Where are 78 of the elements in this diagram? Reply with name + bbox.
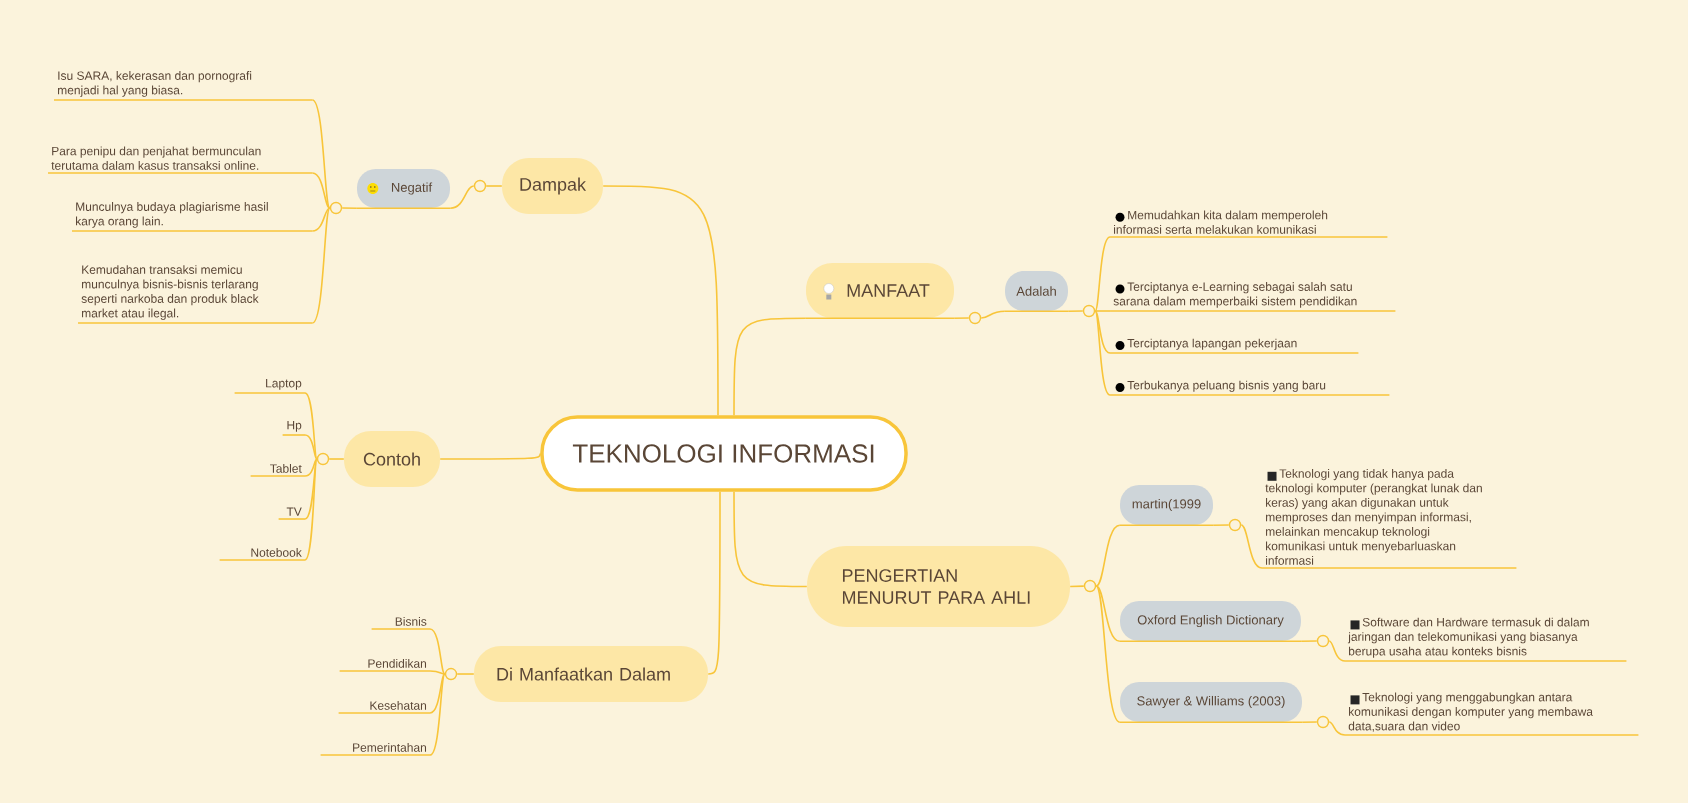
branch-line — [1069, 585, 1085, 588]
branch-line — [341, 207, 358, 209]
branch-joint — [444, 667, 458, 681]
branch-line — [1300, 640, 1318, 642]
branch-joint — [1083, 579, 1097, 593]
branch-line — [456, 673, 475, 675]
topic-box: Di Manfaatkan Dalam — [474, 646, 708, 702]
topic-box: Contoh — [344, 431, 440, 487]
branch-line — [304, 434, 318, 460]
branch-line — [1328, 721, 1346, 736]
branch-line — [1328, 640, 1346, 662]
branch-joint — [968, 311, 982, 325]
text-branch: Teknologi yang tidak hanya pada teknologi komputer (perangkat lunak dan keras) yang akan digunakan untuk memproses dan menyimpan informasi, melainkan mencakup teknologi komunikasi untuk menyebarluaskan informasi — [1261, 469, 1518, 569]
branch-line — [304, 392, 318, 460]
text-branch: Notebook — [218, 548, 306, 561]
branch-joint — [1316, 715, 1330, 729]
branch-line — [449, 185, 475, 209]
branch-joint — [316, 452, 330, 466]
branch-line — [1067, 310, 1084, 312]
text-branch: Para penipu dan penjahat bermunculan terutama dalam kasus transaksi online. — [47, 146, 314, 174]
central-topic: TEKNOLOGI INFORMASI — [540, 415, 908, 492]
text-branch: Software dan Hardware termasuk di dalam jaringan dan telekomunikasi yang biasanya berupa usaha atau konteks bisnis — [1344, 617, 1628, 662]
branch-line — [707, 490, 721, 675]
branch-line — [485, 185, 503, 187]
text-branch: TV — [277, 507, 306, 520]
branch-line — [311, 207, 331, 232]
text-branch: Laptop — [233, 379, 306, 394]
branch-line — [602, 185, 719, 417]
text-branch: Kesehatan — [337, 701, 431, 714]
branch-line — [733, 490, 808, 588]
text-branch: Memudahkan kita dalam memperoleh informasi serta melakukan komunikasi — [1109, 210, 1389, 238]
branch-line — [304, 458, 318, 561]
subtopic-box: Adalah — [1004, 271, 1069, 312]
branch-joint — [1316, 634, 1330, 648]
branch-line — [1212, 524, 1230, 526]
branch-line — [311, 207, 331, 324]
branch-line — [328, 458, 345, 460]
topic-box: MANFAAT — [805, 263, 955, 319]
branch-line — [1240, 524, 1263, 569]
branch-line — [429, 673, 446, 714]
branch-joint — [1228, 518, 1242, 532]
branch-line — [953, 317, 970, 319]
text-branch: Terbukanya peluang bisnis yang baru — [1109, 380, 1391, 396]
branch-line — [439, 452, 542, 460]
branch-joint — [329, 201, 343, 215]
text-branch: Terciptanya lapangan pekerjaan — [1109, 338, 1360, 354]
branch-line — [1301, 721, 1318, 723]
text-branch: Bisnis — [370, 617, 431, 630]
topic-box: Dampak — [502, 158, 603, 214]
text-branch: Terciptanya e-Learning sebagai salah satu sarana dalam memperbaiki sistem pendidikan — [1109, 282, 1397, 312]
branch-line — [429, 670, 446, 675]
branch-line — [733, 317, 807, 417]
branch-joint — [473, 179, 487, 193]
branch-line — [1094, 310, 1111, 354]
text-branch: Hp — [281, 421, 306, 436]
branch-line — [1095, 585, 1121, 723]
branch-line — [1094, 310, 1111, 396]
text-branch: Pendidikan — [338, 659, 431, 672]
branch-line — [1094, 236, 1111, 312]
text-branch: Isu SARA, kekerasan dan pornografi menjadi hal yang biasa. — [53, 71, 314, 101]
text-branch: Kemudahan transaksi memicu munculnya bisnis-bisnis terlarang seperti narkoba dan produk black market atau ilegal. — [77, 265, 314, 324]
subtopic-box: Oxford English Dictionary — [1119, 601, 1302, 642]
text-branch: Teknologi yang menggabungkan antara komunikasi dengan komputer yang membawa data,suara dan video — [1344, 692, 1640, 736]
branch-line — [429, 673, 446, 756]
topic-box: PENGERTIAN MENURUT PARA AHLI — [807, 546, 1070, 627]
branch-line — [980, 310, 1006, 319]
text-branch: Tablet — [249, 464, 306, 477]
branch-joint — [1082, 304, 1096, 318]
branch-line — [429, 628, 446, 675]
branch-line — [311, 172, 331, 209]
subtopic-box: Sawyer & Williams (2003) — [1119, 682, 1303, 723]
text-branch: Pemerintahan — [319, 743, 431, 756]
branch-line — [311, 99, 331, 209]
branch-line — [304, 458, 318, 477]
branch-line — [1095, 524, 1121, 587]
branch-line — [1095, 585, 1121, 642]
branch-line — [1094, 310, 1111, 312]
text-branch: Munculnya budaya plagiarisme hasil karya orang lain. — [71, 202, 314, 232]
